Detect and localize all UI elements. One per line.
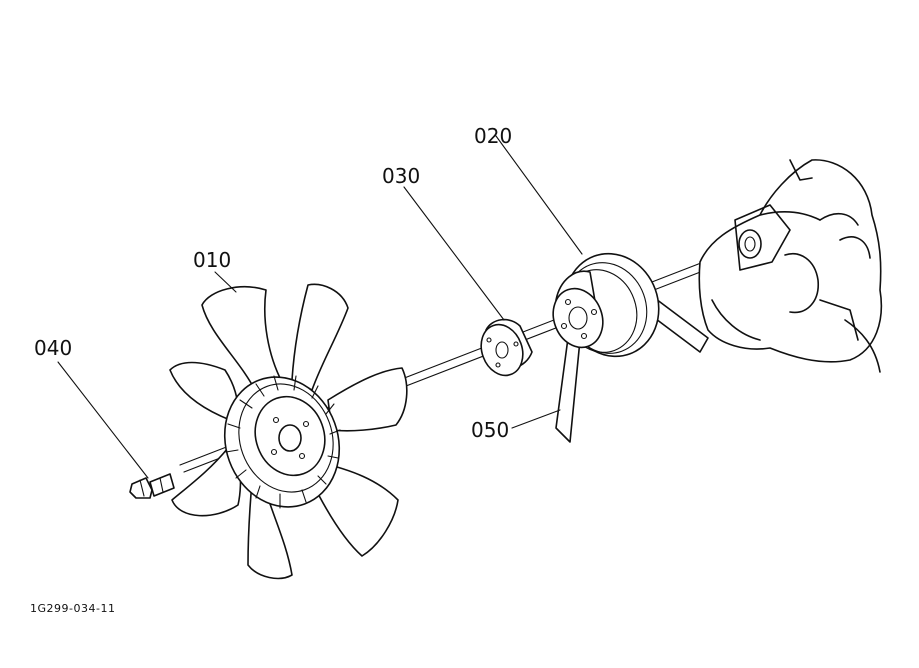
spacer (480, 318, 533, 377)
part-label-030: 030 (382, 164, 421, 188)
fan-ring-ribs (225, 375, 341, 509)
part-label-050: 050 (471, 418, 510, 442)
engine-housing (698, 159, 883, 373)
figure-code: 1G299-034-11 (30, 602, 116, 615)
part-label-010: 010 (193, 248, 232, 272)
cooling-fan (169, 283, 408, 580)
part-label-020: 020 (474, 124, 513, 148)
leader-lines (57, 135, 583, 479)
part-label-040: 040 (34, 336, 73, 360)
fan-pulley (552, 252, 660, 358)
bolt (129, 473, 175, 499)
